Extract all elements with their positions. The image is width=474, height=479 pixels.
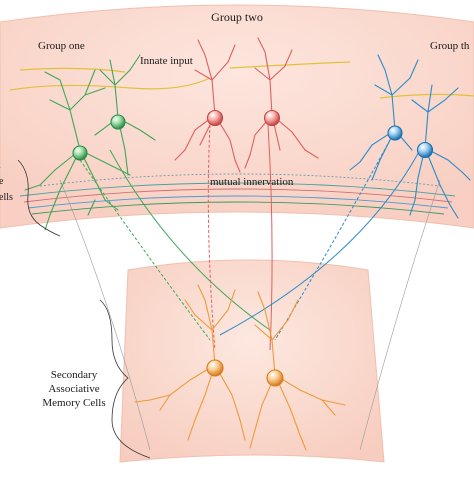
left-cut-label-2: e bbox=[0, 176, 4, 187]
left-cut-label-3: ells bbox=[0, 192, 13, 203]
upper-cortex-band bbox=[0, 4, 474, 229]
lower-memory-band bbox=[119, 259, 385, 463]
group-two-label: Group two bbox=[211, 10, 263, 24]
group-three-neurons bbox=[349, 54, 471, 219]
group-one-neurons bbox=[24, 54, 156, 231]
innate-input-lines bbox=[9, 61, 474, 99]
descending-fibers bbox=[59, 124, 441, 451]
mutual-innervation-fibers bbox=[19, 173, 456, 215]
group-two-neurons bbox=[174, 37, 319, 173]
innate-input-label: Innate input bbox=[140, 55, 193, 67]
left-brackets bbox=[17, 159, 151, 459]
memory-cell-neurons bbox=[134, 284, 346, 451]
secondary-label-line3: Memory Cells bbox=[42, 397, 106, 409]
group-one-label: Group one bbox=[38, 40, 85, 52]
secondary-label-line2: Associative bbox=[48, 383, 100, 395]
secondary-memory-label: Secondary Associative Memory Cells bbox=[20, 368, 128, 410]
left-cut-label-1: l bbox=[0, 160, 1, 171]
secondary-label-line1: Secondary bbox=[50, 369, 98, 381]
group-three-label: Group th bbox=[430, 40, 470, 52]
mutual-innervation-label: mutual innervation bbox=[210, 176, 294, 188]
